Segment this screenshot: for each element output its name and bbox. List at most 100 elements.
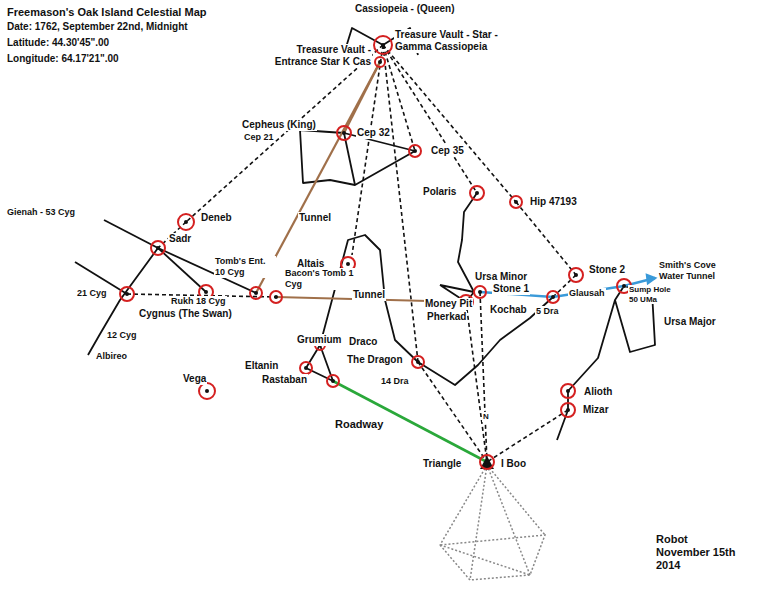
star-label: Cassiopeia - (Queen): [354, 3, 455, 15]
star-label: 14 Dra: [380, 376, 410, 387]
star-label: Ursa Minor: [474, 271, 528, 283]
star-ring: [561, 403, 575, 417]
tunnel-label: Tunnel: [298, 212, 332, 224]
star-label: Stone 2: [588, 264, 626, 276]
star-label: 21 Cyg: [76, 288, 108, 299]
star-label: Rastaban: [261, 374, 308, 386]
star-label: Albireo: [95, 351, 128, 362]
star-label: Draco: [348, 336, 378, 348]
star-label: Cygnus (The Swan): [138, 308, 233, 320]
star-ring: [250, 287, 262, 299]
star-dot: [378, 60, 382, 64]
star-ring: [510, 196, 522, 208]
star-label: Pherkad: [426, 311, 467, 323]
star-ring: [561, 384, 575, 398]
star-label: Sadr: [168, 233, 192, 245]
star-ring: [199, 383, 215, 399]
star-ring: [120, 287, 134, 301]
star-ring: [151, 241, 165, 255]
star-dot: [156, 246, 160, 250]
star-ring: [474, 286, 486, 298]
star-label: Rukh 18 Cyg: [170, 296, 227, 307]
star-dot: [475, 191, 479, 195]
tunnel-label: Tunnel: [352, 289, 386, 301]
star-ring: [178, 214, 194, 230]
roadway-label: Roadway: [334, 418, 384, 431]
star-dot: [478, 290, 482, 294]
star-dot: [204, 290, 208, 294]
star-label: Treasure Vault - Star - Gamma Cassiopeia: [394, 29, 531, 53]
star-label: Gienah - 53 Cyg: [6, 207, 76, 218]
star-label: Grumium: [296, 334, 342, 346]
date-note: Date: 1762, September 22nd, Midnight: [6, 21, 189, 33]
star-label: Money Pit: [424, 298, 473, 310]
star-ring: [412, 356, 424, 368]
star-label: I Boo: [500, 458, 527, 470]
star-dot: [514, 200, 518, 204]
star-label: Kochab: [489, 304, 528, 316]
star-ring: [547, 291, 559, 303]
star-label: Cep 35: [430, 145, 465, 157]
longitude-note: Longitude: 64.17'21".00: [6, 53, 120, 65]
star-ring: [300, 362, 312, 374]
star-dot: [254, 291, 258, 295]
star-label: Mizar: [582, 404, 610, 416]
tunnel-lines: [256, 62, 466, 302]
star-dot: [331, 379, 335, 383]
star-ring: [569, 268, 583, 282]
star-dot: [551, 295, 555, 299]
star-dot: [125, 292, 129, 296]
star-label: Hip 47193: [529, 196, 578, 208]
star-ring: [337, 126, 351, 140]
star-dot: [346, 262, 350, 266]
star-dot: [622, 284, 626, 288]
star-dot: [485, 460, 489, 464]
star-ring: [470, 186, 484, 200]
star-label: Vega: [182, 373, 207, 385]
star-dot: [184, 220, 188, 224]
star-dot: [274, 295, 278, 299]
star-dot: [381, 43, 385, 47]
star-ring: [327, 375, 339, 387]
dashed-sight-lines: [127, 45, 576, 462]
star-label: Polaris: [422, 186, 457, 198]
star-ring: [270, 291, 282, 303]
star-ring: [480, 455, 494, 469]
author-note: Robot November 15th 2014: [655, 533, 741, 573]
star-label: Glausah: [568, 288, 606, 299]
star-label: Smith's Cove Water Tunnel: [658, 260, 738, 282]
roadway-line: [333, 381, 487, 462]
latitude-note: Latitude: 44.30'45".00: [6, 37, 110, 49]
star-dot: [574, 273, 578, 277]
star-label: Bacon's Tomb 1 Cyg: [284, 268, 358, 290]
star-ring: [375, 57, 385, 67]
star-label: Cepheus (King): [241, 119, 317, 131]
star-label: Deneb: [200, 212, 233, 224]
star-label: 5 Dra: [535, 306, 560, 317]
star-label: Triangle: [422, 458, 462, 470]
star-label: N: [482, 412, 490, 422]
star-dot: [566, 389, 570, 393]
star-markers: [120, 36, 631, 469]
star-label: Cep 32: [356, 127, 391, 139]
star-label: Sump Hole 50 UMa: [628, 285, 680, 304]
star-dot: [205, 389, 209, 393]
star-dot: [304, 366, 308, 370]
star-ring: [374, 36, 392, 54]
pyramid-outline: [440, 465, 545, 580]
star-dot: [416, 360, 420, 364]
star-dot: [566, 408, 570, 412]
star-label: 12 Cyg: [106, 330, 138, 341]
star-label: Tomb's Ent. 10 Cyg: [214, 256, 276, 278]
star-dot: [342, 131, 346, 135]
star-ring: [409, 145, 421, 157]
star-label: Eltanin: [244, 360, 279, 372]
star-label: Treasure Vault - Entrance Star K Cas: [262, 44, 372, 68]
star-dot: [413, 149, 417, 153]
star-label: The Dragon: [346, 354, 404, 366]
map-title: Freemason's Oak Island Celestial Map: [6, 6, 207, 19]
star-label: Stone 1: [492, 283, 530, 295]
star-label: Ursa Major: [663, 316, 717, 328]
constellation-lines: [75, 28, 655, 440]
